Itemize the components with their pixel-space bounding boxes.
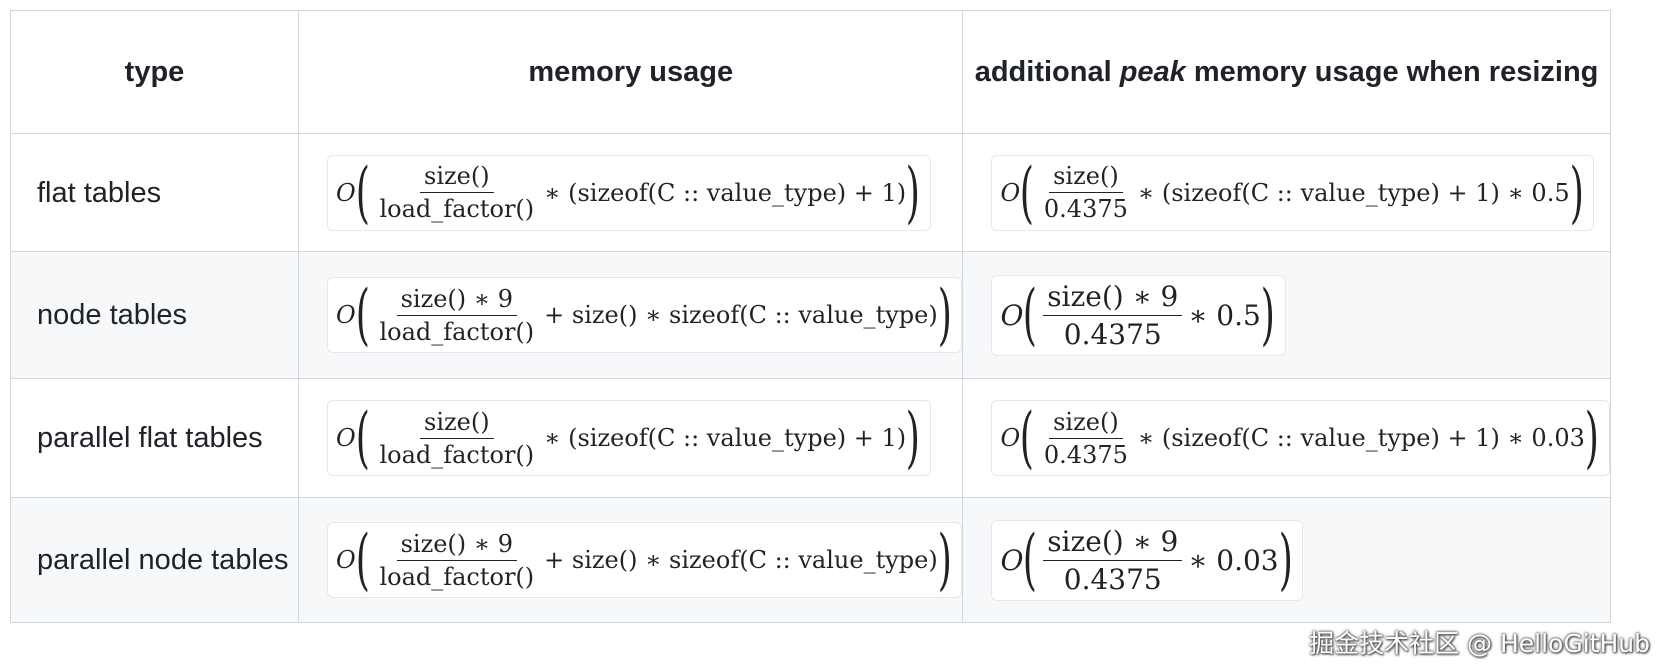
big-o: O	[336, 546, 356, 574]
left-paren: (	[355, 399, 370, 476]
header-row: type memory usage additional peak memory…	[10, 10, 1611, 134]
formula-rest: + size() ∗ sizeof(C :: value_type)	[544, 301, 938, 329]
numerator: size() ∗ 9	[396, 285, 517, 316]
header-peak-memory: additional peak memory usage when resizi…	[962, 10, 1611, 134]
numerator: size() ∗ 9	[396, 530, 517, 561]
fraction: size()load_factor()	[375, 408, 538, 469]
denominator: load_factor()	[379, 440, 535, 469]
formula-rest: ∗ (sizeof(C :: value_type) + 1) ∗ 0.5	[1137, 178, 1570, 207]
row-type: flat tables	[10, 133, 299, 252]
peak-formula: O( size()0.4375 ∗ (sizeof(C :: value_typ…	[991, 399, 1610, 476]
memory-formula-cell: O( size()load_factor() ∗ (sizeof(C :: va…	[297, 133, 964, 252]
memory-usage-table: type memory usage additional peak memory…	[10, 10, 1611, 623]
denominator: 0.4375	[1043, 195, 1128, 223]
left-paren: (	[1019, 153, 1035, 231]
left-paren: (	[355, 153, 370, 231]
right-paren: )	[1584, 399, 1599, 476]
numerator: size()	[1049, 162, 1123, 193]
right-paren: )	[1569, 153, 1584, 231]
right-paren: )	[1260, 276, 1275, 353]
denominator: load_factor()	[379, 562, 535, 591]
fraction: size()0.4375	[1040, 408, 1132, 469]
right-paren: )	[937, 276, 952, 353]
row-type: parallel flat tables	[10, 378, 299, 498]
denominator: 0.4375	[1063, 562, 1162, 596]
left-paren: (	[1019, 399, 1035, 476]
numerator: size()	[420, 162, 494, 193]
fraction: size()load_factor()	[375, 162, 538, 223]
formula-rest: ∗ (sizeof(C :: value_type) + 1)	[544, 424, 907, 452]
right-paren: )	[905, 399, 921, 476]
row-type: parallel node tables	[10, 497, 299, 623]
left-paren: (	[355, 521, 370, 598]
peak-formula-cell: O( size()0.4375 ∗ (sizeof(C :: value_typ…	[962, 378, 1611, 498]
big-o: O	[1000, 543, 1024, 577]
table-row: parallel flat tables O( size()load_facto…	[10, 378, 1611, 498]
memory-formula: O( size()load_factor() ∗ (sizeof(C :: va…	[327, 153, 931, 231]
peak-formula: O( size()0.4375 ∗ (sizeof(C :: value_typ…	[991, 153, 1595, 231]
numerator: size() ∗ 9	[1043, 525, 1183, 561]
formula-rest: + size() ∗ sizeof(C :: value_type)	[544, 546, 938, 574]
big-o: O	[336, 178, 356, 207]
right-paren: )	[1278, 521, 1293, 598]
header-memory-usage: memory usage	[297, 10, 964, 134]
header-peak-em: peak	[1119, 55, 1186, 88]
memory-formula-cell: O( size()load_factor() ∗ (sizeof(C :: va…	[297, 378, 964, 498]
numerator: size()	[1049, 408, 1123, 439]
formula-rest: ∗ (sizeof(C :: value_type) + 1)	[544, 178, 907, 207]
big-o: O	[336, 301, 356, 329]
left-paren: (	[1023, 276, 1038, 353]
formula-rest: ∗ 0.5	[1188, 298, 1261, 332]
header-type: type	[10, 10, 299, 134]
peak-formula-cell: O( size()0.4375 ∗ (sizeof(C :: value_typ…	[962, 133, 1611, 252]
right-paren: )	[937, 521, 952, 598]
numerator: size()	[420, 408, 494, 439]
formula-rest: ∗ (sizeof(C :: value_type) + 1) ∗ 0.03	[1137, 424, 1585, 452]
big-o: O	[1000, 424, 1021, 452]
left-paren: (	[1023, 521, 1038, 598]
row-type: node tables	[10, 251, 299, 379]
numerator: size() ∗ 9	[1043, 280, 1183, 316]
denominator: 0.4375	[1043, 440, 1128, 469]
formula-rest: ∗ 0.03	[1188, 543, 1279, 577]
denominator: 0.4375	[1063, 317, 1162, 351]
watermark: 掘金技术社区 @ HelloGitHub	[1309, 629, 1650, 658]
header-peak-post: memory usage when resizing	[1185, 55, 1599, 88]
memory-formula: O( size()load_factor() ∗ (sizeof(C :: va…	[327, 400, 931, 476]
big-o: O	[336, 424, 356, 452]
denominator: load_factor()	[379, 195, 535, 223]
big-o: O	[1000, 178, 1021, 207]
left-paren: (	[355, 276, 370, 353]
big-o: O	[1000, 298, 1024, 332]
table-row: flat tables O( size()load_factor() ∗ (si…	[10, 133, 1611, 252]
denominator: load_factor()	[379, 317, 535, 346]
header-peak-pre: additional	[974, 55, 1120, 88]
fraction: size()0.4375	[1040, 162, 1132, 223]
right-paren: )	[905, 153, 921, 231]
